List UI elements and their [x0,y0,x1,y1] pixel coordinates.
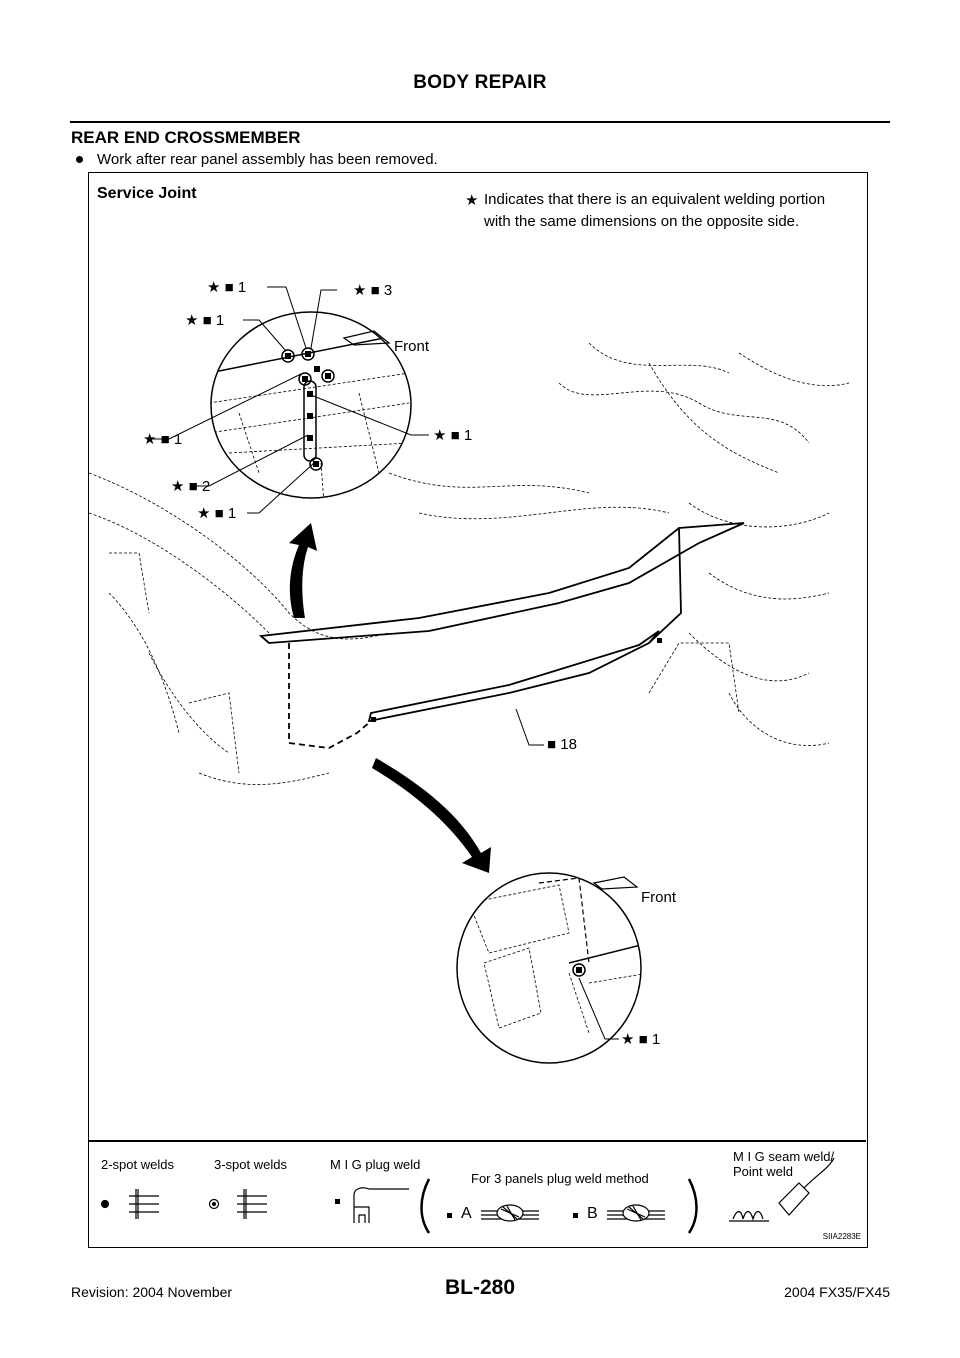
star-icon: ★ [185,312,199,329]
square-icon: ■ [224,279,234,296]
square-icon: ■ [160,431,170,448]
detail-circle-lower [456,872,642,1064]
callout-1: ★ ■ 1 [207,279,247,296]
square-icon: ■ [370,282,380,299]
bullet-item: Work after rear panel assembly has been … [76,151,438,168]
star-icon: ★ [197,505,211,522]
callout-6: ★ ■ 2 [171,478,211,495]
front-label-upper: Front [394,338,430,355]
footer-page-number: BL-280 [444,1276,516,1299]
callout-7: ★ ■ 1 [197,505,237,522]
legend-mig-plug: M I G plug weld [330,1157,421,1172]
square-icon: ■ [638,1031,648,1048]
figure-code: SIIA2283E [822,1232,861,1241]
callout-8: ■ 18 [547,736,577,753]
down-arrow-icon [372,758,491,873]
square-icon: ■ [547,736,557,753]
footer-revision: Revision: 2004 November [71,1284,233,1300]
legend-panel-a: A [461,1205,472,1222]
body-sketch [89,342,850,785]
callout-2: ★ ■ 1 [185,312,225,329]
legend-separator [89,1140,866,1142]
callout-9: ★ ■ 1 [621,1031,661,1048]
note-line-1: Indicates that there is an equivalent we… [484,191,826,208]
page-header-title: BODY REPAIR [413,72,547,93]
detail-circle-upper [149,286,429,514]
header-rule [70,121,890,123]
square-icon: ■ [202,312,212,329]
square-icon: ■ [188,478,198,495]
note-star-icon: ★ [465,192,479,209]
legend-2-spot: 2-spot welds [101,1157,174,1172]
star-icon: ★ [433,427,447,444]
crossmember [258,522,745,749]
square-icon: ■ [450,427,460,444]
bullet-icon [76,156,83,163]
figure-heading: Service Joint [97,185,197,202]
front-label-lower: Front [641,889,677,906]
legend-icons [100,1157,835,1234]
figure-drawing [89,286,850,1234]
legend-mig-seam-2: Point weld [733,1164,793,1179]
star-icon: ★ [171,478,185,495]
bullet-text: Work after rear panel assembly has been … [97,151,438,168]
star-icon: ★ [207,279,221,296]
callout-5: ★ ■ 1 [433,427,473,444]
legend-3-spot: 3-spot welds [214,1157,287,1172]
note-line-2: with the same dimensions on the opposite… [484,213,800,230]
legend-mig-seam-1: M I G seam weld/ [733,1149,835,1164]
section-title: REAR END CROSSMEMBER [71,128,301,147]
footer-model: 2004 FX35/FX45 [784,1284,890,1300]
callout-3: ★ ■ 3 [353,282,393,299]
service-joint-figure: Service Joint ★ Indicates that there is … [88,172,868,1248]
star-icon: ★ [621,1031,635,1048]
up-arrow-icon [289,523,317,618]
star-icon: ★ [143,431,157,448]
legend-panel-b: B [587,1205,598,1222]
callout-4: ★ ■ 1 [143,431,183,448]
legend-three-panels: For 3 panels plug weld method [471,1171,649,1186]
square-icon: ■ [214,505,224,522]
star-icon: ★ [353,282,367,299]
